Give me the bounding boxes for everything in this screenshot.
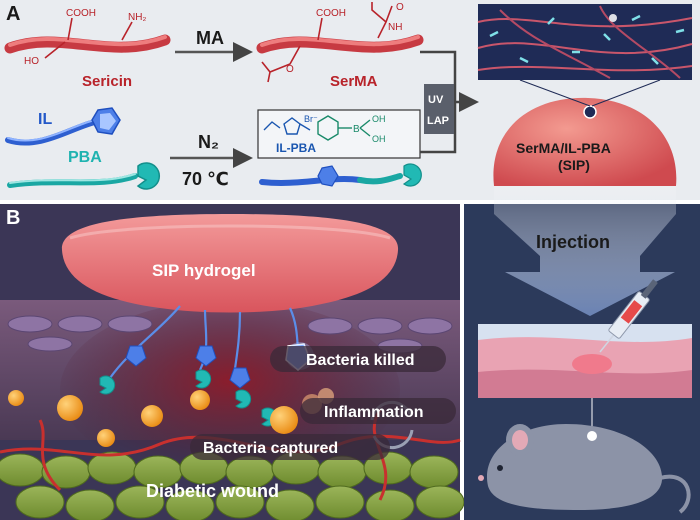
pba-label: PBA — [68, 149, 102, 166]
zoom-line-left — [519, 79, 591, 107]
polymer-network — [477, 5, 693, 79]
cube-icon — [125, 345, 147, 367]
lap-label: LAP — [427, 115, 449, 127]
ilpba-label: IL-PBA — [276, 141, 316, 155]
temp-label: 70 ℃ — [182, 169, 229, 189]
pba-strand — [7, 162, 161, 190]
sericin-label: Sericin — [82, 73, 132, 90]
network-focus-dot — [583, 105, 597, 119]
syringe-icon — [599, 279, 658, 353]
cube-icon — [195, 345, 217, 367]
zoom-line-right — [591, 79, 661, 107]
il-strand — [5, 107, 121, 146]
serma-strand — [256, 2, 424, 83]
ilpba-structure — [263, 115, 371, 141]
serma-nh: NH — [388, 22, 402, 33]
panel-b-letter: B — [6, 207, 20, 229]
sericin-strand — [4, 17, 171, 59]
bacteria-icon — [8, 390, 24, 406]
ilpba-oh-bottom: OH — [372, 134, 386, 144]
bacteria-icon — [57, 395, 83, 421]
ilpba-strand — [259, 163, 422, 187]
il-label: IL — [38, 111, 52, 128]
sericin-ho: HO — [24, 56, 39, 67]
ilpba-b: B — [353, 124, 360, 135]
product-abbrev: (SIP) — [558, 157, 590, 173]
captured-label: Bacteria captured — [203, 440, 338, 457]
injected-gel — [572, 354, 612, 374]
hook-icon — [235, 389, 252, 409]
ilpba-br: Br⁻ — [304, 114, 318, 124]
sip-product — [493, 97, 677, 186]
serma-o-bottom: O — [286, 64, 294, 75]
cube-icon — [229, 367, 251, 389]
sericin-cooh: COOH — [66, 8, 96, 19]
hook-icon — [99, 375, 116, 395]
network-glow — [609, 14, 617, 22]
n2-label: N₂ — [198, 132, 219, 152]
hydrogel-highlight — [69, 224, 391, 240]
bacteria-icon — [141, 405, 163, 427]
bacteria-icon — [270, 406, 298, 434]
product-name: SerMA/IL-PBA — [516, 140, 611, 156]
killed-label: Bacteria killed — [306, 352, 415, 369]
mouse-icon — [478, 424, 691, 514]
fat-tissue — [0, 451, 465, 520]
inflammation-pill — [300, 398, 456, 424]
ilpba-structure-box — [257, 109, 421, 159]
hook-icon — [136, 162, 161, 190]
uv-label: UV — [428, 94, 444, 106]
injection-label: Injection — [536, 232, 610, 252]
inflammation-label: Inflammation — [324, 404, 424, 421]
bacteria-icon — [190, 390, 210, 410]
serma-o-top: O — [396, 2, 404, 13]
serma-label: SerMA — [330, 73, 378, 90]
uv-lap-box — [424, 84, 454, 134]
serma-cooh: COOH — [316, 8, 346, 19]
captured-pill — [190, 434, 390, 460]
ilpba-oh-top: OH — [372, 114, 386, 124]
hook-icon — [195, 369, 212, 389]
sericin-nh2: NH₂ — [128, 12, 146, 23]
injection-arrow — [494, 186, 676, 316]
panel-a-letter: A — [6, 3, 20, 25]
sip-hydrogel — [61, 214, 399, 313]
hydrogel-label: SIP hydrogel — [152, 261, 256, 280]
skin-dermis — [478, 369, 692, 398]
bacteria-icon — [97, 429, 115, 447]
killed-pill — [270, 346, 446, 372]
wound-label: Diabetic wound — [146, 481, 279, 501]
ma-label: MA — [196, 28, 224, 48]
